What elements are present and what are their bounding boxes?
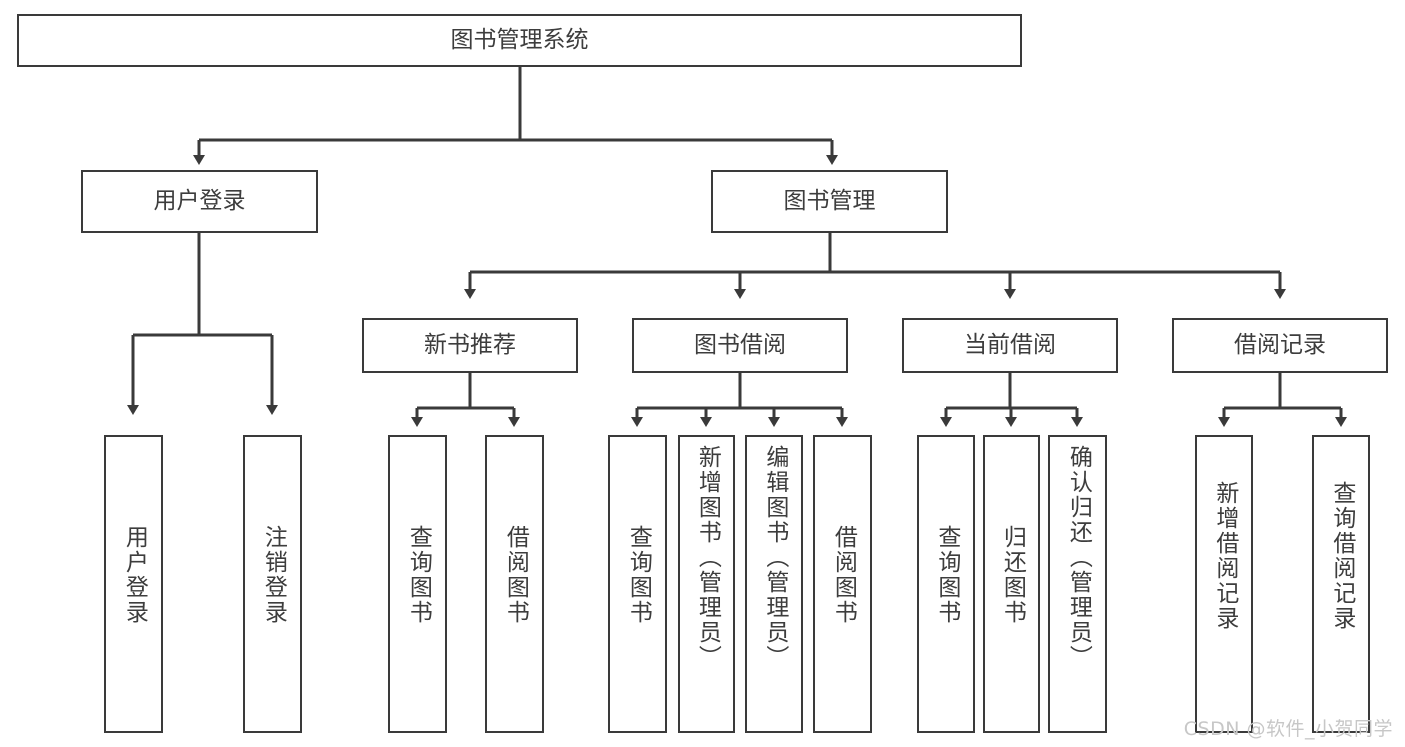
leaf-user-login[interactable]: 用户登录: [104, 435, 163, 733]
node-label: 用户登录: [121, 525, 148, 625]
node-label: 编辑图书（管理员）: [761, 445, 788, 670]
leaf-query-book-current[interactable]: 查询图书: [917, 435, 975, 733]
node-label: 查询借阅记录: [1328, 481, 1355, 631]
leaf-borrow-book[interactable]: 借阅图书: [813, 435, 872, 733]
node-label: 查询图书: [405, 525, 432, 625]
leaf-add-borrow-record[interactable]: 新增借阅记录: [1195, 435, 1253, 733]
leaf-query-book-borrow[interactable]: 查询图书: [608, 435, 667, 733]
node-label: 借阅记录: [1234, 331, 1326, 358]
node-book-borrow[interactable]: 图书借阅: [632, 318, 848, 373]
leaf-borrow-book-recommend[interactable]: 借阅图书: [485, 435, 544, 733]
node-root-book-management-system[interactable]: 图书管理系统: [17, 14, 1022, 67]
node-label: 归还图书: [999, 525, 1026, 625]
node-label: 确认归还（管理员）: [1065, 445, 1092, 670]
node-new-book-recommend[interactable]: 新书推荐: [362, 318, 578, 373]
node-borrow-record[interactable]: 借阅记录: [1172, 318, 1388, 373]
node-label: 新书推荐: [424, 331, 516, 358]
leaf-add-book-admin[interactable]: 新增图书（管理员）: [678, 435, 735, 733]
leaf-user-logout[interactable]: 注销登录: [243, 435, 302, 733]
leaf-edit-book-admin[interactable]: 编辑图书（管理员）: [745, 435, 803, 733]
node-label: 借阅图书: [502, 525, 529, 625]
node-current-borrow[interactable]: 当前借阅: [902, 318, 1118, 373]
node-label: 当前借阅: [964, 331, 1056, 358]
node-label: 图书管理系统: [450, 26, 589, 53]
node-label: 用户登录: [153, 187, 246, 214]
leaf-confirm-return-admin[interactable]: 确认归还（管理员）: [1048, 435, 1107, 733]
leaf-return-book[interactable]: 归还图书: [983, 435, 1040, 733]
node-label: 图书借阅: [694, 331, 786, 358]
node-label: 注销登录: [260, 525, 287, 625]
watermark: CSDN @软件_小贺同学: [1183, 718, 1393, 740]
node-user-login[interactable]: 用户登录: [81, 170, 318, 233]
node-label: 新增借阅记录: [1211, 481, 1238, 631]
node-label: 查询图书: [933, 525, 960, 625]
node-label: 新增图书（管理员）: [694, 445, 721, 670]
leaf-query-borrow-record[interactable]: 查询借阅记录: [1312, 435, 1370, 733]
node-label: 图书管理: [783, 187, 876, 214]
node-label: 借阅图书: [830, 525, 857, 625]
node-book-management[interactable]: 图书管理: [711, 170, 948, 233]
node-label: 查询图书: [625, 525, 652, 625]
leaf-query-book-recommend[interactable]: 查询图书: [388, 435, 447, 733]
